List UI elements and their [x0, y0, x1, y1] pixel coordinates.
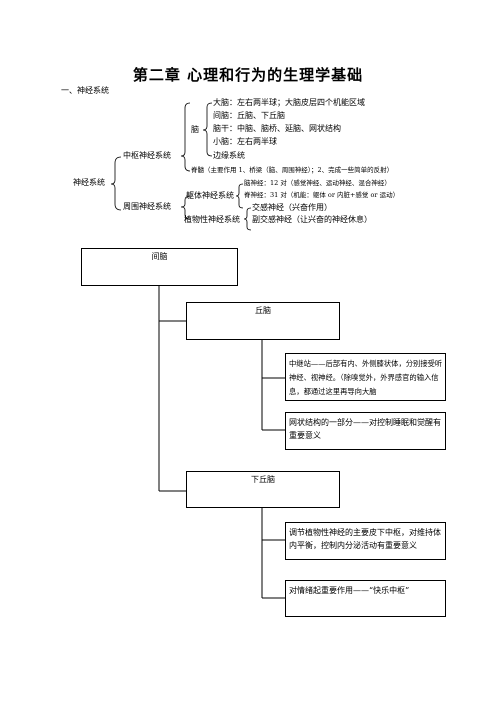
cerebrum-item: 大脑：左右两半球；大脑皮层四个机能区域 — [213, 98, 365, 107]
peripheral-nervous-label: 周围神经系统 — [123, 202, 171, 211]
qiunao-title: 丘脑 — [255, 306, 271, 315]
qiunao-desc-2: 网状结构的一部分——对控制睡眠和觉醒有重要意义 — [289, 418, 441, 440]
qiunao-box: 丘脑 — [186, 302, 340, 340]
parasympathetic-item: 副交感神经（让兴奋的神经休息） — [252, 215, 372, 224]
sympathetic-item: 交感神经（兴奋作用） — [252, 203, 332, 212]
xiaqiunao-desc-box-1: 调节植物性神经的主要皮下中枢，对维持体内平衡，控制内分泌活动有重要意义 — [285, 522, 446, 560]
qiunao-desc-1: 中继站——后部有内、外侧膝状体，分别接受听神经、视神经。（除嗅觉外，外界感官的输… — [289, 359, 443, 396]
brainstem-item: 脑干：中脑、脑桥、延脑、网状结构 — [213, 124, 341, 133]
spinal-nerves-item: 脊神经：31 对（机能：躯体 or 内脏+感觉 or 运动） — [244, 191, 400, 199]
limbic-item: 边缘系统 — [213, 151, 245, 160]
somatic-nervous-label: 躯体神经系统 — [186, 191, 234, 200]
brain-label: 脑 — [191, 125, 199, 134]
autonomic-nervous-label: 植物性神经系统 — [184, 215, 240, 224]
qiunao-desc-box-2: 网状结构的一部分——对控制睡眠和觉醒有重要意义 — [285, 412, 446, 450]
central-nervous-label: 中枢神经系统 — [123, 151, 171, 160]
jiannao-box: 间脑 — [81, 248, 238, 286]
xiaqiunao-desc-2: 对情绪起重要作用——“快乐中枢” — [289, 586, 410, 595]
diencephalon-item: 间脑：丘脑、下丘脑 — [213, 111, 285, 120]
section-heading: 一、神经系统 — [61, 86, 109, 95]
page-title: 第二章 心理和行为的生理学基础 — [132, 66, 364, 84]
xiaqiunao-box: 下丘脑 — [186, 471, 340, 508]
cerebellum-item: 小脑：左右两半球 — [213, 137, 277, 146]
tree-root-label: 神经系统 — [73, 178, 105, 187]
xiaqiunao-title: 下丘脑 — [251, 475, 275, 484]
cranial-nerves-item: 脑神经：12 对（感觉神经、运动神经、混合神经） — [244, 179, 391, 187]
jiannao-title: 间脑 — [151, 252, 168, 261]
xiaqiunao-desc-box-2: 对情绪起重要作用——“快乐中枢” — [285, 580, 446, 617]
qiunao-desc-box-1: 中继站——后部有内、外侧膝状体，分别接受听神经、视神经。（除嗅觉外，外界感官的输… — [285, 353, 446, 401]
spinal-cord-item: 脊髓（主要作用 1、桥梁（脑、周围神经）；2、完成一些简单的反射） — [191, 166, 394, 174]
xiaqiunao-desc-1: 调节植物性神经的主要皮下中枢，对维持体内平衡，控制内分泌活动有重要意义 — [289, 528, 441, 550]
